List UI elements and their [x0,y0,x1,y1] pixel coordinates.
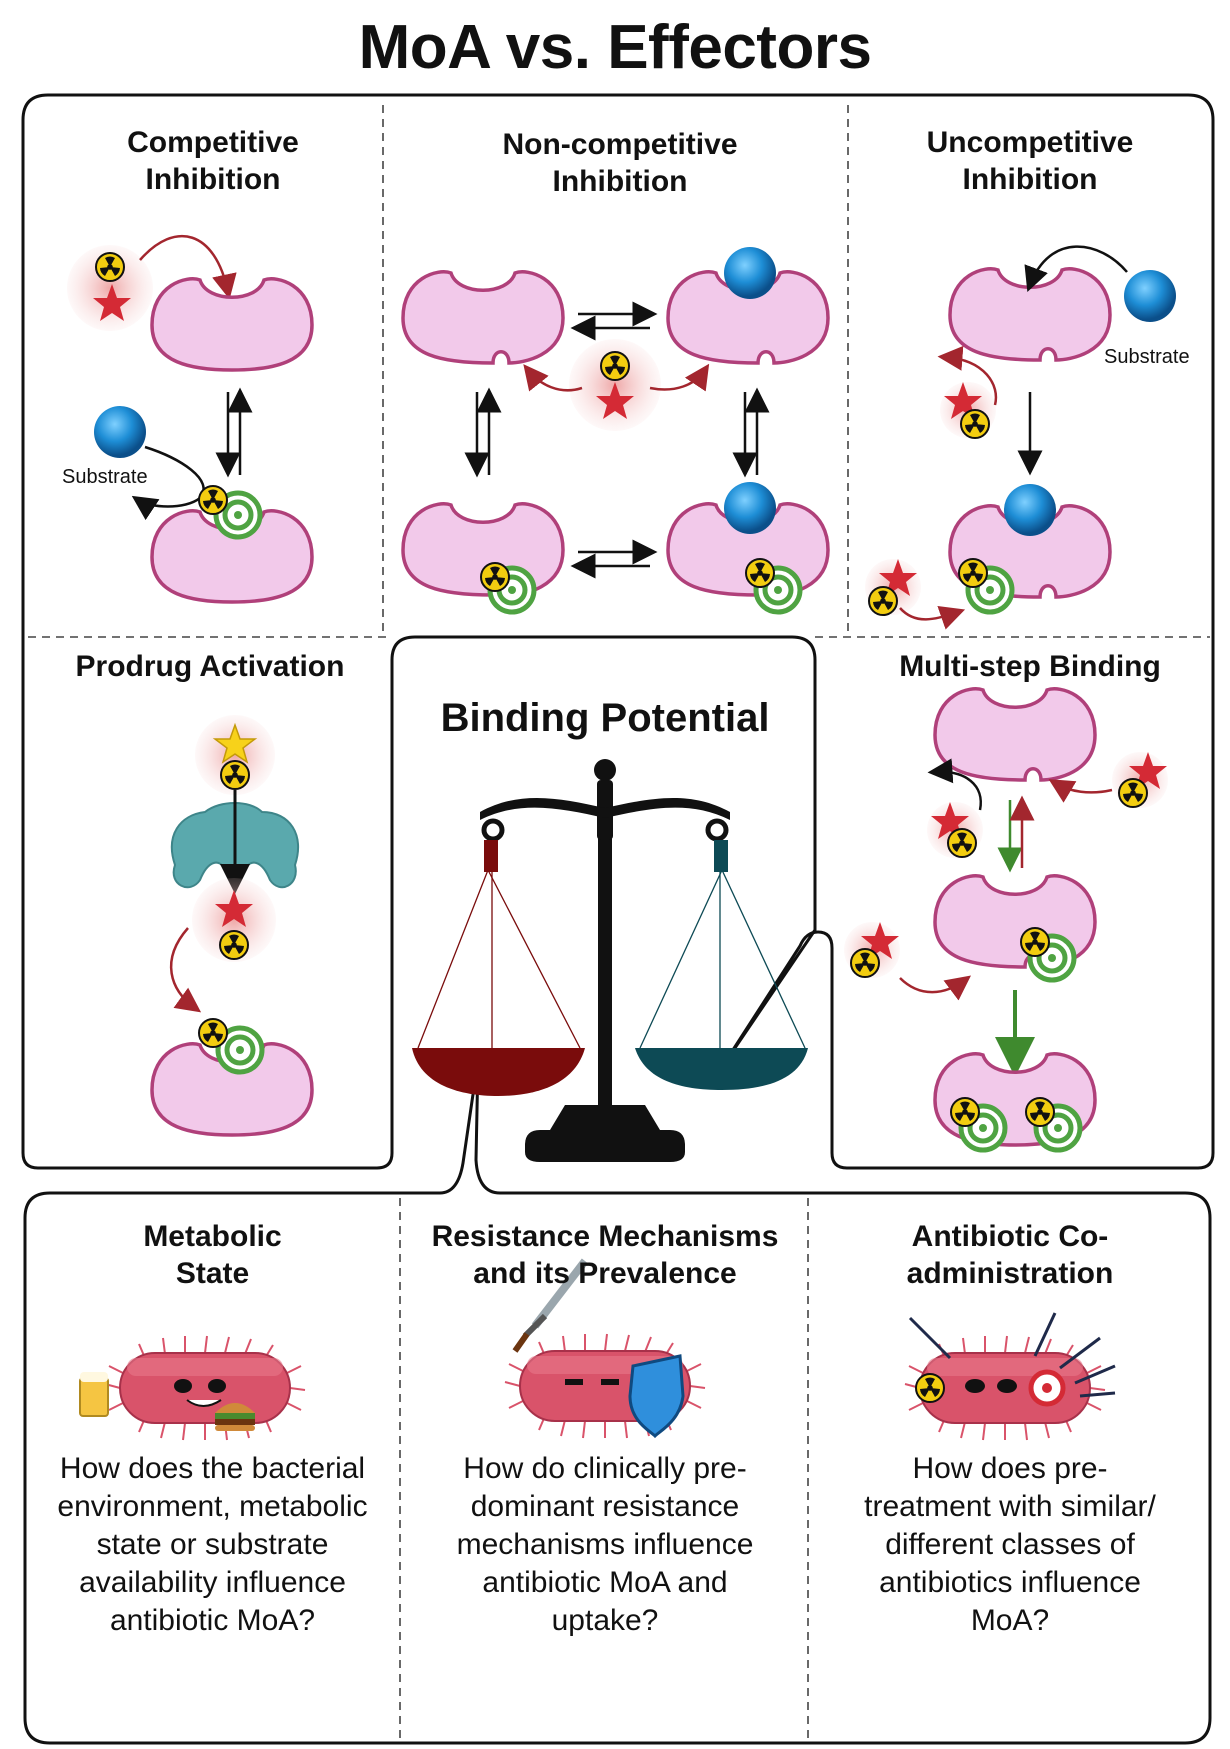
inhibitor-glow [67,245,153,331]
enzyme-shape [401,270,565,365]
effector-title-metabolic: Metabolic State [143,1220,282,1290]
radiolabel-icon [868,586,898,616]
burger-icon [215,1403,255,1413]
uncompetitive-inhibition-art [865,245,1176,630]
radiolabel-icon [198,1018,228,1048]
effector-title-coadministration: Antibiotic Co- administration [906,1220,1114,1290]
noncompetitive-title: Non-competitive Inhibition [502,128,738,198]
metabolic-bacterium-icon [79,1335,306,1441]
radiolabel-icon [1020,927,1050,957]
substrate-ball-icon [1004,484,1056,536]
resistance-bacterium-icon [504,1258,706,1439]
radiolabel-icon [1025,1097,1055,1127]
radiolabel-icon [958,558,988,588]
effector-question-metabolic: How does the bacterial environment, meta… [57,1452,368,1637]
radiolabel-icon [198,485,228,515]
radiolabel-icon [95,252,125,282]
coadministration-bacterium-icon [904,1312,1116,1441]
radiolabel-icon [600,351,630,381]
enzyme-shape [933,687,1097,782]
multistep-binding-art [844,687,1168,1150]
radiolabel-icon [960,409,990,439]
multistep-title: Multi-step Binding [899,650,1161,683]
substrate-ball-icon [724,247,776,299]
radiolabel-icon [1118,778,1148,808]
competitive-inhibition-art [67,234,314,604]
balance-scale-icon [412,759,808,1162]
radiolabel-icon [850,948,880,978]
substrate-ball-icon [94,406,146,458]
radiolabel-icon [480,562,510,592]
divider-lines [28,105,1210,1738]
radiolabel-icon [947,828,977,858]
binding-potential-title: Binding Potential [440,696,770,740]
radiolabel-icon [745,558,775,588]
radiolabel-icon [915,1373,945,1403]
effector-question-resistance: How do clinically pre- dominant resistan… [456,1452,754,1637]
effector-title-resistance: Resistance Mechanisms and its Prevalence [431,1220,779,1290]
page-title: MoA vs. Effectors [358,13,872,82]
radiolabel-icon [219,930,249,960]
prodrug-activation-art [150,715,314,1137]
frame-bottom [23,1059,1212,1745]
radiolabel-icon [220,760,250,790]
noncompetitive-inhibition-art [401,247,830,612]
prodrug-star-icon [212,722,258,764]
competitive-title: Competitive Inhibition [127,126,299,196]
shield-icon [628,1354,685,1439]
effector-question-coadministration: How does pre- treatment with similar/ di… [864,1452,1156,1637]
beer-mug-icon [79,1377,109,1417]
enzyme-shape [150,277,314,372]
substrate-ball-icon [724,482,776,534]
radiolabel-icon [950,1097,980,1127]
arrows-icon [908,1312,1116,1398]
substrate-label: Substrate [1104,346,1190,368]
uncompetitive-title: Uncompetitive Inhibition [926,126,1134,196]
frame-top [21,93,1215,1170]
substrate-label: Substrate [62,466,148,488]
prodrug-title: Prodrug Activation [75,650,345,683]
substrate-ball-icon [1124,270,1176,322]
